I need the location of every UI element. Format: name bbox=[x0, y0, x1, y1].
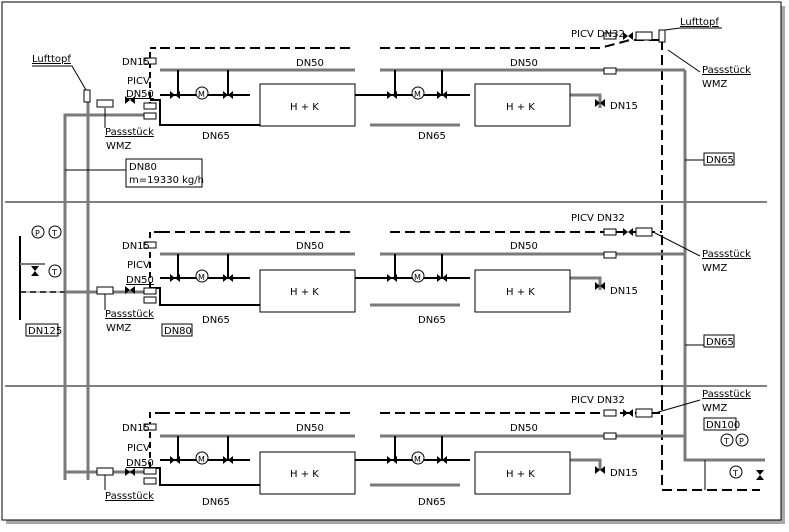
leader-lines bbox=[32, 27, 722, 490]
floor-3 bbox=[65, 408, 764, 495]
gauge-t-left: T bbox=[51, 229, 57, 238]
label-dn15-f2-left: DN15 bbox=[122, 241, 150, 252]
label-luftopf-right: Lufttopf bbox=[680, 17, 719, 28]
box-dn65-f1 bbox=[703, 152, 735, 166]
label-dn65-f2-b: DN65 bbox=[418, 315, 446, 326]
label-wmz-f2-right: WMZ bbox=[702, 263, 728, 274]
label-flow: m=19330 kg/h bbox=[129, 175, 204, 186]
label-passstueck-f2-right: Passstück bbox=[702, 249, 751, 260]
label-dn50-f2-picv: DN50 bbox=[126, 275, 154, 286]
gauge-t-right: T bbox=[723, 437, 729, 446]
label-dn50-f3-b: DN50 bbox=[510, 423, 538, 434]
label-wmz-f2: WMZ bbox=[106, 323, 132, 334]
label-dn50-f1-a: DN50 bbox=[296, 58, 324, 69]
label-dn65-f1-a: DN65 bbox=[202, 131, 230, 142]
label-dn65-f1-b: DN65 bbox=[418, 131, 446, 142]
label-dn65-f3-a: DN65 bbox=[202, 497, 230, 508]
label-luftopf-left: Lufttopf bbox=[32, 54, 71, 65]
label-dn65-f2-a: DN65 bbox=[202, 315, 230, 326]
label-dn65-riser-2: DN65 bbox=[706, 337, 734, 348]
label-picv-dn32-f1: PICV DN32 bbox=[571, 29, 625, 40]
label-dn125: DN125 bbox=[28, 326, 62, 337]
label-dn15-f1-left: DN15 bbox=[122, 57, 150, 68]
label-dn15-f3-right: DN15 bbox=[610, 468, 638, 479]
label-dn15-f3-left: DN15 bbox=[122, 423, 150, 434]
label-dn65-riser-1: DN65 bbox=[706, 155, 734, 166]
label-passstueck-f1: Passstück bbox=[105, 127, 154, 138]
label-dn15-f1-right: DN15 bbox=[610, 101, 638, 112]
label-picv-dn32-f3: PICV DN32 bbox=[571, 395, 625, 406]
label-hk-f2-a: H + K bbox=[290, 287, 319, 298]
label-dn50-f2-a: DN50 bbox=[296, 241, 324, 252]
label-hk-f2-b: H + K bbox=[506, 287, 535, 298]
floor-2 bbox=[31, 225, 685, 313]
label-pump-f2-b: M bbox=[414, 273, 421, 282]
label-dn50-f2-b: DN50 bbox=[510, 241, 538, 252]
label-wmz-f1-right: WMZ bbox=[702, 79, 728, 90]
riser-right-gray bbox=[683, 70, 765, 462]
box-dn80-f2 bbox=[161, 323, 193, 337]
gauge-t-right-lower: T bbox=[732, 469, 738, 478]
box-dn80-flow bbox=[125, 158, 203, 188]
label-wmz-f1: WMZ bbox=[106, 141, 132, 152]
label-passstueck-f3-right: Passstück bbox=[702, 389, 751, 400]
gauge-p-left: P bbox=[35, 229, 40, 238]
label-dn50-f3-picv: DN50 bbox=[126, 458, 154, 469]
label-picv-dn32-f2: PICV DN32 bbox=[571, 213, 625, 224]
frame-border bbox=[1, 1, 782, 521]
label-pump-f1-a: M bbox=[198, 90, 205, 99]
label-dn50-f1-picv: DN50 bbox=[126, 89, 154, 100]
label-dn100: DN100 bbox=[706, 420, 740, 431]
label-dn80-f2: DN80 bbox=[164, 326, 192, 337]
label-wmz-f3-right: WMZ bbox=[702, 403, 728, 414]
label-picv-f3: PICV bbox=[127, 443, 150, 454]
label-dn65-f3-b: DN65 bbox=[418, 497, 446, 508]
box-dn100 bbox=[703, 417, 737, 431]
label-passstueck-f2: Passstück bbox=[105, 309, 154, 320]
gauge-p-right: P bbox=[739, 437, 744, 446]
label-hk-f3-b: H + K bbox=[506, 469, 535, 480]
box-dn65-f2 bbox=[703, 334, 735, 348]
label-pump-f1-b: M bbox=[414, 90, 421, 99]
box-dn125 bbox=[25, 323, 59, 337]
label-hk-f3-a: H + K bbox=[290, 469, 319, 480]
label-passstueck-f3: Passstück bbox=[105, 491, 154, 502]
label-hk-f1-b: H + K bbox=[506, 102, 535, 113]
label-dn80-top: DN80 bbox=[129, 162, 157, 173]
label-dn15-f2-right: DN15 bbox=[610, 286, 638, 297]
label-picv-f2: PICV bbox=[127, 260, 150, 271]
label-passstueck-f1-right: Passstück bbox=[702, 65, 751, 76]
label-dn50-f3-a: DN50 bbox=[296, 423, 324, 434]
label-dn50-f1-b: DN50 bbox=[510, 58, 538, 69]
label-pump-f3-b: M bbox=[414, 455, 421, 464]
label-pump-f3-a: M bbox=[198, 455, 205, 464]
label-picv-f1: PICV bbox=[127, 76, 150, 87]
label-pump-f2-a: M bbox=[198, 273, 205, 282]
floor-1 bbox=[65, 29, 685, 127]
label-hk-f1-a: H + K bbox=[290, 102, 319, 113]
gauge-t-left-lower: T bbox=[51, 268, 57, 277]
